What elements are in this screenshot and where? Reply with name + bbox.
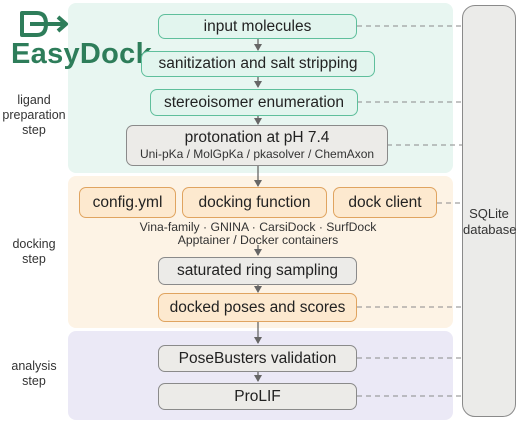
posebusters-box: PoseBusters validation <box>158 345 357 372</box>
sqlite-database: SQLite database <box>462 5 517 417</box>
prolif-box: ProLIF <box>158 383 357 410</box>
ligand-step-label: ligand preparation step <box>2 93 66 137</box>
containers-text: Apptainer / Docker containers <box>177 233 339 247</box>
docking-step-label: docking step <box>12 237 56 266</box>
sanitization-box: sanitization and salt stripping <box>141 51 375 77</box>
config-yml-box: config.yml <box>79 187 176 218</box>
docked-poses-box: docked poses and scores <box>158 293 357 322</box>
docking-function-box: docking function <box>182 187 327 218</box>
logo-icon <box>20 11 68 37</box>
logo-text: EasyDock <box>11 38 153 70</box>
dock-client-box: dock client <box>333 187 437 218</box>
analysis-step-label: analysis step <box>11 359 57 388</box>
protonation-box: protonation at pH 7.4 Uni-pKa / MolGpKa … <box>126 125 388 166</box>
input-molecules-box: input molecules <box>158 14 357 39</box>
protonation-title: protonation at pH 7.4 <box>184 129 330 146</box>
docking-programs-text: Vina-family · GNINA · CarsiDock · SurfDo… <box>139 220 377 234</box>
database-label: SQLite database <box>463 206 517 237</box>
stereoisomer-box: stereoisomer enumeration <box>150 89 358 116</box>
protonation-tools: Uni-pKa / MolGpKa / pkasolver / ChemAxon <box>139 147 375 161</box>
ring-sampling-box: saturated ring sampling <box>158 257 357 285</box>
